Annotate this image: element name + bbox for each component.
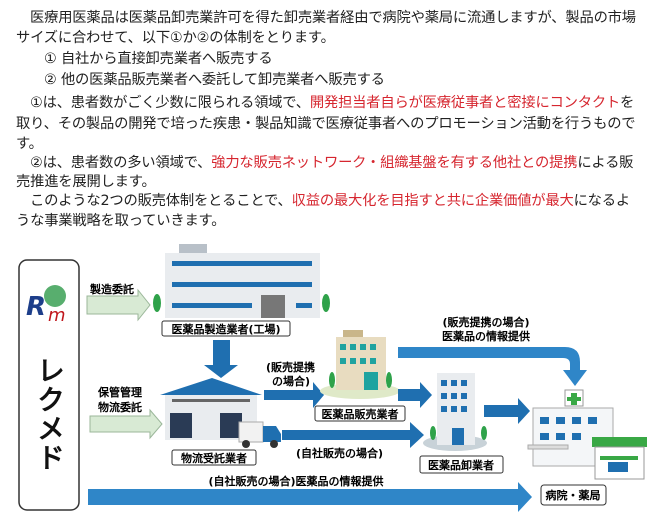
paragraph-2-line-1: ①は、患者数がごく少数に限られる領域で、開発担当者自らが医療従事者と密接にコンタ… (30, 94, 634, 112)
self-info-arrow (88, 482, 532, 512)
highlight-text: 開発担当者自らが医療従事者と密接にコンタクト (309, 95, 621, 111)
manufacture-arrow (86, 288, 151, 322)
seller-box (314, 405, 406, 422)
text: ②は、患者数の多い領域で、 (30, 155, 212, 171)
svg-text:R: R (26, 292, 46, 322)
distribution-diagram: R m 製造委託 医薬品製造業者(工場) 保管管理 物流委託 物流受託業者 (販… (18, 244, 647, 512)
list-item-2: ② 他の医薬品販売業者へ委託して卸売業者へ販売する (44, 72, 385, 88)
partner-case-label-2: の場合) (272, 374, 310, 388)
warehouse-icon (160, 378, 281, 448)
down-arrow (204, 340, 238, 378)
storage-arrow (89, 408, 163, 440)
partner-info-arrow (398, 347, 587, 386)
seller-building-icon (320, 330, 400, 399)
self-sale-arrow (282, 422, 424, 448)
seller-label: 医薬品販売業者 (322, 407, 399, 421)
paragraph-1-line-1: 医療用医薬品は医薬品卸売業許可を得た卸売業者経由で病院や薬局に流通しますが、製品… (30, 10, 636, 26)
seller-to-wholesaler-arrow (398, 382, 432, 408)
paragraph-3-line-1: ②は、患者数の多い領域で、強力な販売ネットワーク・組織基盤を有する他社との提携に… (30, 154, 633, 172)
highlight-text: 収益の最大化を目指すと共に企業価値が最大 (291, 193, 574, 209)
partner-case-label-1: (販売提携 (266, 360, 315, 374)
wholesaler-label: 医薬品卸業者 (428, 458, 494, 472)
list-item-1: ① 自社から直接卸売業者へ販売する (44, 51, 273, 67)
manufacturer-box (161, 320, 291, 337)
text: による販 (577, 155, 634, 171)
self-sale-label: (自社販売の場合) (296, 446, 383, 460)
text: このような2つの販売体制をとることで、 (30, 193, 292, 209)
manufacturer-label: 医薬品製造業者(工場) (171, 322, 280, 336)
hospital-label: 病院・薬局 (546, 488, 601, 502)
hospital-box (540, 484, 607, 506)
factory-icon (153, 244, 330, 318)
storage-label-2: 物流委託 (98, 400, 142, 414)
partner-arrow (264, 382, 324, 408)
wholesaler-box (419, 455, 504, 474)
text: ①は、患者数がごく少数に限られる領域で、 (30, 95, 310, 111)
text: になるよ (573, 193, 631, 209)
logistics-box (171, 449, 257, 466)
paragraph-4-line-1: このような2つの販売体制をとることで、収益の最大化を目指すと共に企業価値が最大に… (30, 192, 630, 210)
self-info-label: (自社販売の場合)医薬品の情報提供 (208, 474, 383, 488)
partner-info-label-1: (販売提携の場合) (442, 315, 529, 329)
company-box: R m (18, 259, 80, 511)
paragraph-1-line-2: サイズに合わせて、以下①か②の体制をとります。 (16, 30, 335, 46)
text: を (620, 95, 635, 111)
paragraph-3-line-2: 売推進を展開します。 (16, 174, 156, 190)
storage-label-1: 保管管理 (97, 385, 142, 399)
paragraph-2-line-3: す。 (16, 136, 43, 152)
wholesaler-building-icon (423, 373, 487, 451)
manufacture-consign-label: 製造委託 (89, 282, 134, 296)
highlight-text: 強力な販売ネットワーク・組織基盤を有する他社との提携 (211, 155, 578, 171)
paragraph-2-line-2: 取り、その製品の開発で培った疾患・製品知識で医療従事者へのプロモーション活動を行… (16, 116, 636, 132)
pharmacy-icon (592, 437, 647, 480)
wholesaler-to-hospital-arrow (484, 398, 530, 424)
partner-info-label-2: 医薬品の情報提供 (442, 329, 530, 343)
company-logo: R m (26, 285, 66, 326)
paragraph-4-line-2: うな事業戦略を取っていきます。 (16, 213, 226, 229)
svg-text:m: m (48, 305, 66, 326)
logistics-label: 物流受託業者 (181, 451, 247, 465)
company-name: レクメド (33, 356, 66, 472)
